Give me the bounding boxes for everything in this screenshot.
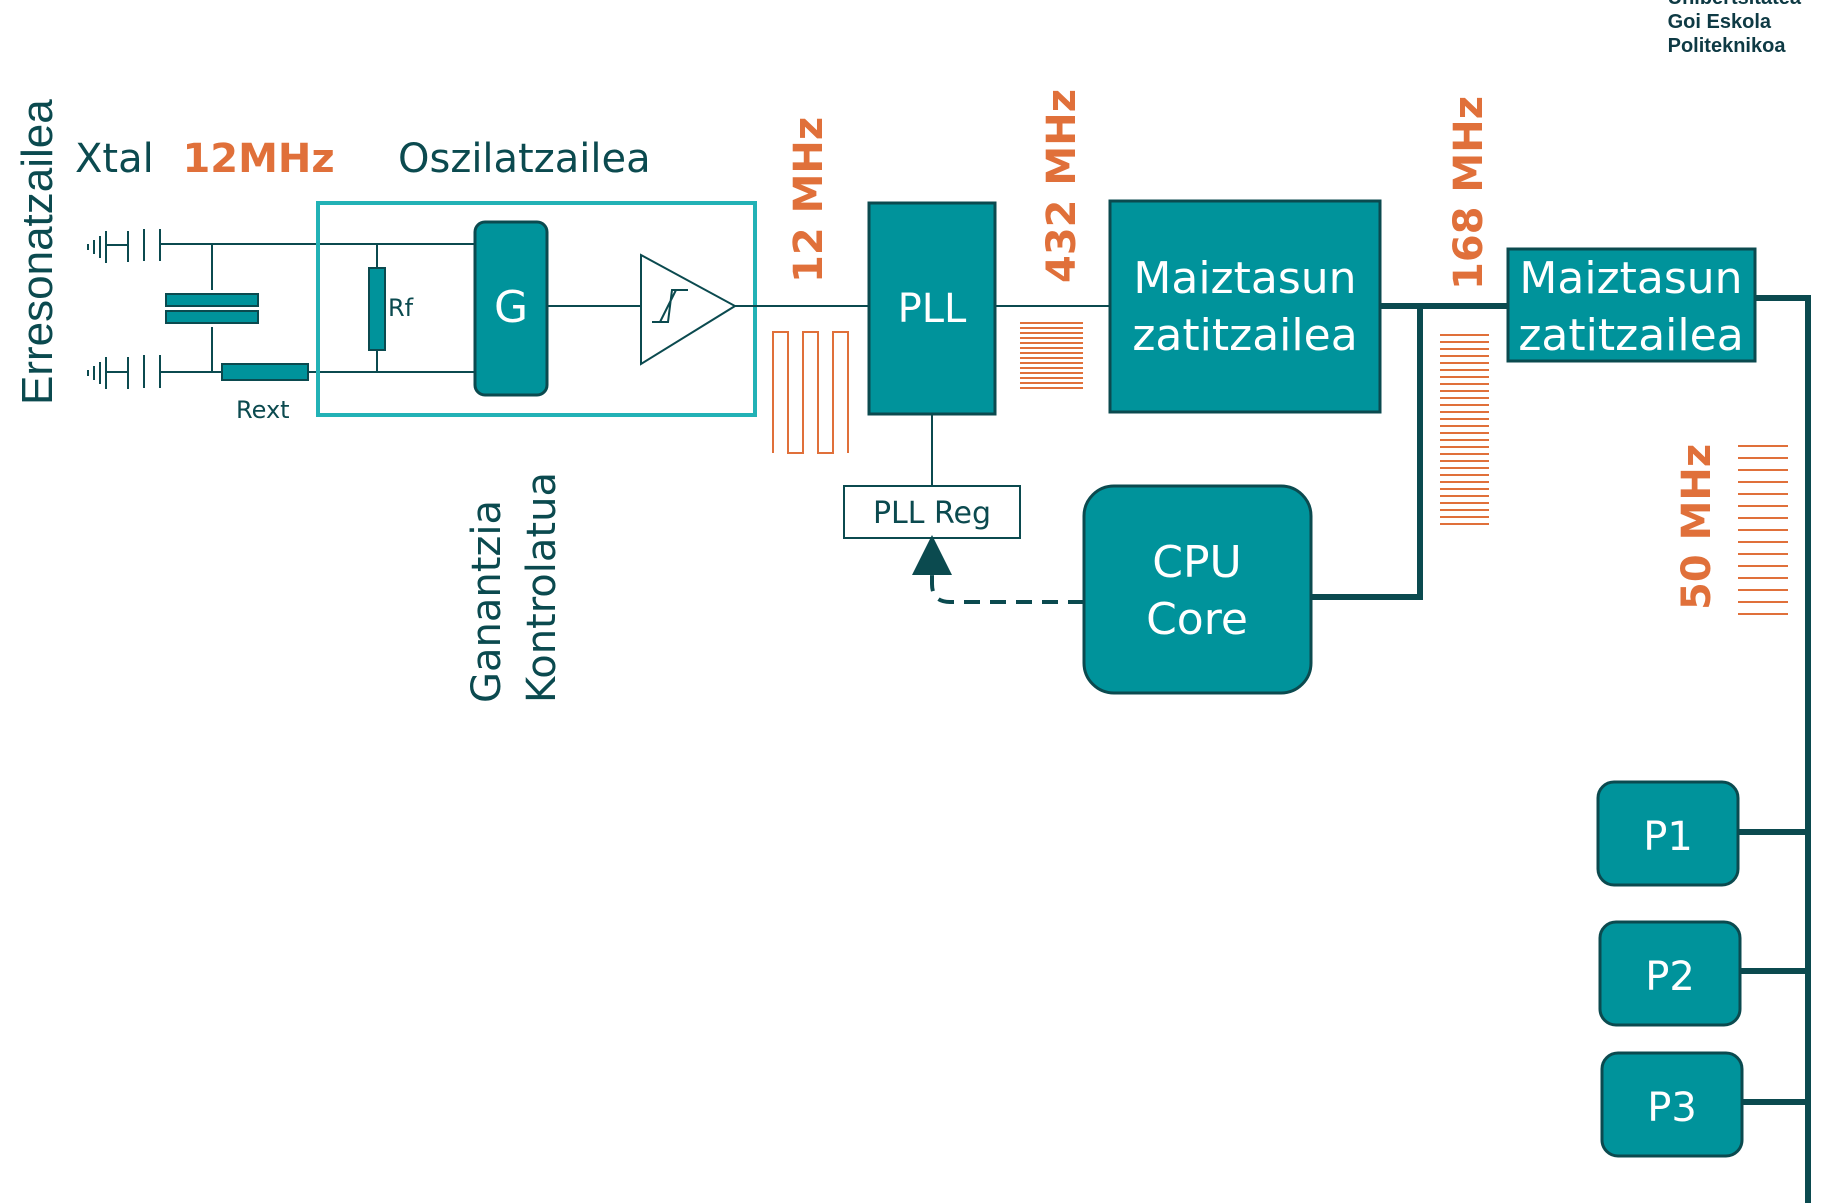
- ground-symbol-top: [87, 229, 475, 263]
- controlled-gain-label-2: Kontrolatua: [519, 472, 565, 703]
- freq-168mhz-label: 168 MHz: [1446, 96, 1492, 290]
- peripheral-p1: [1596, 780, 1740, 887]
- waveform-50mhz: [1738, 445, 1788, 615]
- xtal-frequency: 12MHz: [182, 136, 334, 182]
- divider-2-label-line1: Maiztasun: [1519, 253, 1742, 304]
- freq-12mhz-label: 12 MHz: [786, 117, 832, 283]
- resonator-label: Erresonatzailea: [13, 99, 62, 405]
- rf-label: Rf: [388, 294, 414, 322]
- ground-symbol-bottom: [87, 355, 222, 389]
- rf-resistor: [368, 244, 386, 372]
- peripheral-p3-label: P3: [1647, 1085, 1697, 1131]
- peripheral-p1-label: P1: [1643, 814, 1693, 860]
- divider-1-label-line2: zatitzailea: [1132, 310, 1357, 361]
- logo-line-2: Politeknikoa: [1667, 35, 1786, 57]
- frequency-divider-2: [1506, 247, 1757, 363]
- peripheral-p3: [1600, 1051, 1744, 1158]
- freq-432mhz-label: 432 MHz: [1039, 89, 1085, 283]
- freq-50mhz-label: 50 MHz: [1674, 444, 1720, 610]
- frequency-divider-1: [1108, 199, 1382, 414]
- xtal-text: Xtal: [75, 136, 154, 182]
- controlled-gain-label-1: Ganantzia: [464, 500, 510, 703]
- waveform-12mhz: [772, 331, 849, 454]
- cpu-label-line1: CPU: [1152, 537, 1241, 588]
- gain-block-label: G: [494, 282, 528, 333]
- logo-line-0: Unibertsitatea: [1668, 0, 1801, 10]
- university-logo-text: Unibertsitatea Goi Eskola Politeknikoa: [1668, 0, 1801, 58]
- clock-bus-168mhz: [1311, 303, 1508, 600]
- peripheral-p2-label: P2: [1645, 954, 1695, 1000]
- pll-label: PLL: [898, 286, 967, 332]
- divider-1-label-line1: Maiztasun: [1133, 253, 1356, 304]
- pll-reg-box: [843, 485, 1021, 539]
- peripheral-bus-50mhz: [1738, 295, 1811, 1203]
- crystal-resonator: [165, 244, 259, 372]
- pll-reg-label: PLL Reg: [873, 496, 991, 531]
- divider-2-label-line2: zatitzailea: [1518, 310, 1743, 361]
- waveform-168mhz: [1440, 334, 1489, 525]
- waveform-432mhz: [1020, 322, 1083, 389]
- gain-block: [473, 220, 549, 397]
- peripheral-p2: [1598, 920, 1742, 1027]
- cpu-core-block: [1082, 484, 1313, 695]
- rext-resistor: [221, 363, 475, 381]
- schmitt-trigger-buffer: [640, 253, 737, 366]
- xtal-label: Xtal 12MHz: [75, 136, 335, 182]
- oscillator-title: Oszilatzailea: [398, 136, 651, 182]
- pll-block: [867, 201, 997, 416]
- rext-label: Rext: [236, 396, 290, 424]
- oscillator-box: [316, 201, 757, 417]
- logo-line-1: Goi Eskola: [1667, 11, 1771, 33]
- cpu-label-line2: Core: [1146, 594, 1248, 645]
- cpu-to-pll-reg-control: [912, 535, 1084, 604]
